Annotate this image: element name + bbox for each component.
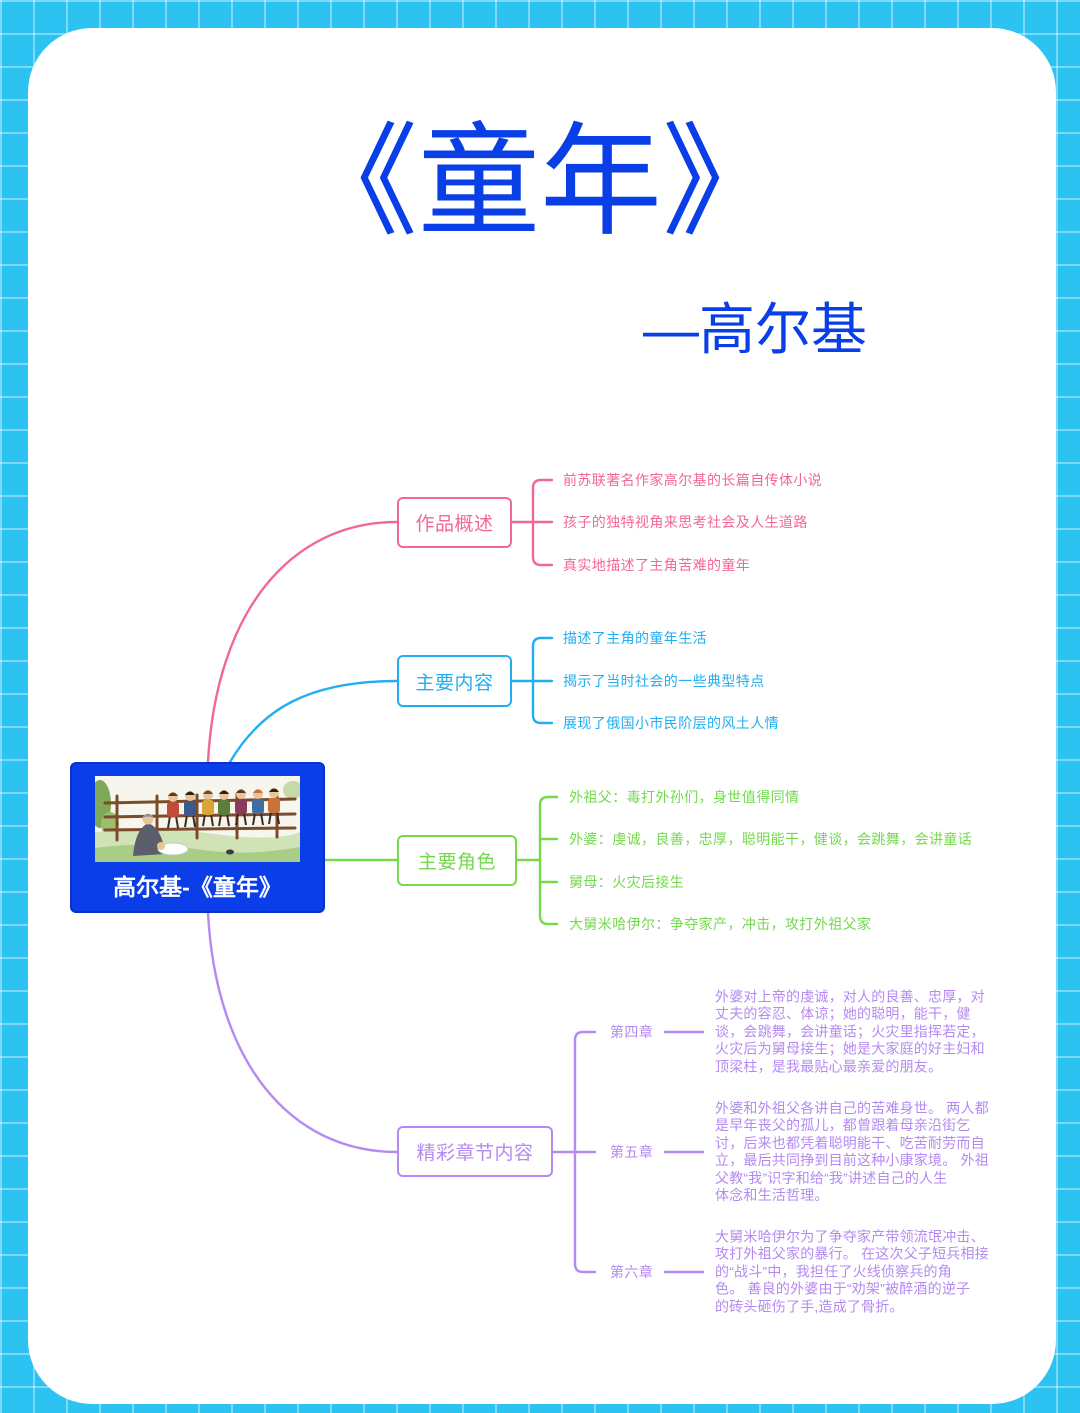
overview-node: 作品概述 (397, 497, 512, 548)
summary-line: 立，最后共同挣到目前这种小康家境。 外祖 (715, 1152, 989, 1168)
central-topic-label: 高尔基-《童年》 (113, 874, 282, 900)
adult-figure (133, 813, 189, 856)
chapter-6-label: 第六章 (610, 1264, 654, 1280)
main-content-leaf: 描述了主角的童年生活 (563, 630, 707, 646)
main-characters-node: 主要角色 (397, 835, 517, 886)
chapters-bracket (573, 1030, 597, 1274)
summary-line: 顶梁柱，是我最贴心最亲爱的朋友。 (715, 1058, 943, 1075)
summary-line: 讨，后来也都凭着聪明能干、吃苦耐劳而自 (715, 1134, 985, 1151)
overview-leaf: 孩子的独特视角来思考社会及人生道路 (563, 514, 808, 530)
summary-line: 外婆和外祖父各讲自己的苦难身世。 两人都 (715, 1099, 989, 1116)
character-leaf: 外婆：虔诚，良善，忠厚，聪明能干，健谈，会跳舞，会讲童话 (569, 831, 973, 847)
main-characters-leaf-bracket (538, 795, 559, 926)
summary-line: 色。 善良的外婆由于“劝架”被醉酒的逆子 (715, 1280, 971, 1297)
children-on-fence (167, 788, 280, 829)
chapter-4-summary: 外婆对上帝的虔诚，对人的良善、忠厚，对 丈夫的容忍、体谅；她的聪明，能干，健 谈… (715, 988, 1015, 1075)
chapter-4-label: 第四章 (610, 1024, 654, 1040)
chapter-5-summary: 外婆和外祖父各讲自己的苦难身世。 两人都 是早年丧父的孤儿，都曾跟着母亲沿街乞 … (715, 1100, 1015, 1204)
summary-line: 体念和生活哲理。 (715, 1186, 829, 1203)
character-leaf: 舅母：火灾后接生 (569, 874, 685, 890)
summary-line: 攻打外祖父家的暴行。 在这次父子短兵相接 (715, 1245, 989, 1262)
character-leaf: 外祖父：毒打外孙们，身世值得同情 (569, 789, 800, 805)
overview-main-connector (206, 520, 399, 764)
chapters-main-connector (206, 911, 399, 1154)
main-content-leaf-bracket (531, 636, 554, 725)
chapter-5-label: 第五章 (610, 1144, 654, 1160)
central-topic-node: 高尔基-《童年》 (70, 762, 325, 913)
summary-line: 丈夫的容忍、体谅；她的聪明，能干，健 (715, 1005, 971, 1022)
chapters-node: 精彩章节内容 (397, 1126, 553, 1177)
small-animal (226, 849, 234, 855)
poster-title: 《童年》 (296, 114, 784, 250)
summary-line: 的砖头砸伤了手,造成了骨折。 (715, 1298, 904, 1315)
character-leaf: 大舅米哈伊尔：争夺家产，冲击，攻打外祖父家 (569, 916, 872, 932)
main-content-leaf: 揭示了当时社会的一些典型特点 (563, 673, 765, 689)
summary-line: 谈，会跳舞，会讲童话；火灾里指挥若定， (715, 1023, 985, 1040)
author-subtitle: —高尔基 (643, 298, 867, 361)
main-content-main-connector (228, 679, 399, 764)
summary-line: 大舅米哈伊尔为了争夺家产带领流氓冲击、 (715, 1228, 985, 1245)
main-content-node: 主要内容 (397, 655, 512, 707)
overview-leaf-bracket (531, 478, 554, 567)
summary-line: 是早年丧父的孤儿，都曾跟着母亲沿街乞 (715, 1117, 971, 1134)
overview-leaf: 前苏联著名作家高尔基的长篇自传体小说 (563, 472, 823, 488)
main-content-leaf: 展现了俄国小市民阶层的风土人情 (563, 715, 779, 731)
chapter-6-summary: 大舅米哈伊尔为了争夺家产带领流氓冲击、 攻打外祖父家的暴行。 在这次父子短兵相接… (715, 1228, 1015, 1315)
summary-line: 火灾后为舅母接生；她是大家庭的好主妇和 (715, 1040, 985, 1057)
summary-line: 外婆对上帝的虔诚，对人的良善、忠厚，对 (715, 988, 985, 1005)
summary-line: 的“战斗”中，我担任了火线侦察兵的角 (715, 1263, 952, 1280)
book-cover-illustration (95, 776, 300, 862)
overview-leaf: 真实地描述了主角苦难的童年 (563, 557, 751, 573)
summary-line: 父教“我”识字和给“我”讲述自己的人生 (715, 1169, 948, 1186)
